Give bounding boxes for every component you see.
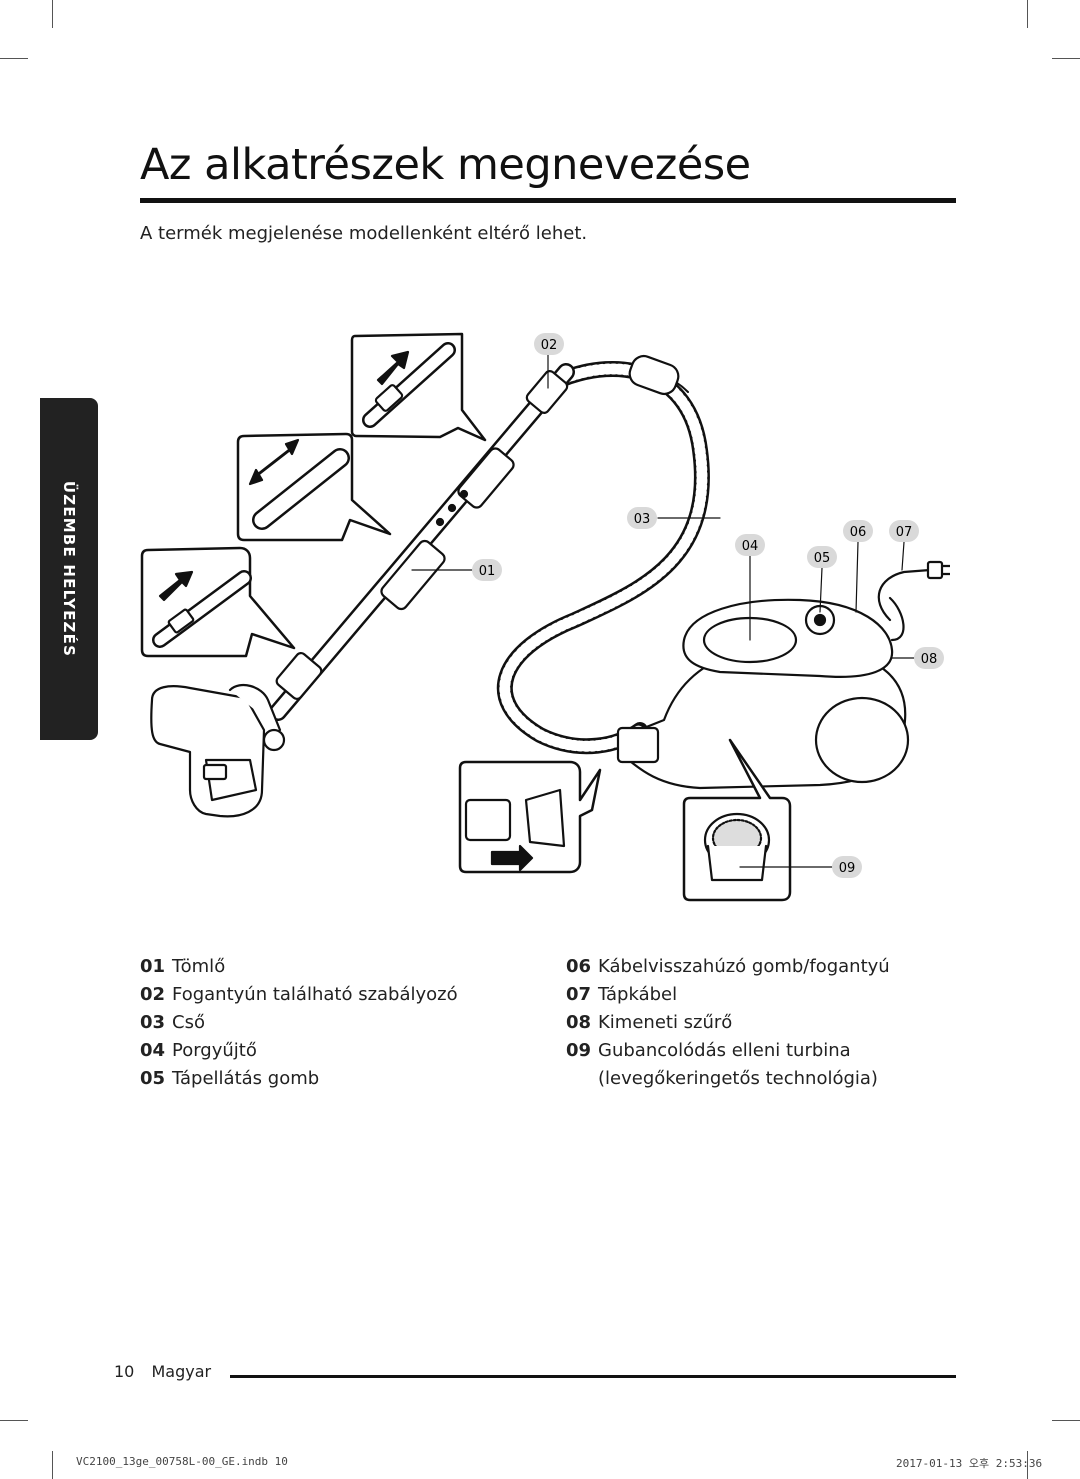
- list-item: 01 Tömlő: [140, 953, 540, 981]
- crop-mark: [0, 58, 28, 59]
- callout-05: 05: [807, 546, 837, 568]
- inset-outlet-filter: [682, 738, 792, 902]
- wand-pipe-illustration: [269, 363, 575, 721]
- crop-mark: [1052, 58, 1080, 59]
- page-number: 10: [114, 1362, 135, 1381]
- part-number: 05: [140, 1068, 166, 1089]
- callout-07: 07: [889, 520, 919, 542]
- callout-01: 01: [472, 559, 502, 581]
- part-name: Tömlő: [172, 956, 226, 977]
- page-subtitle: A termék megjelenése modellenként eltérő…: [140, 223, 588, 244]
- part-number: 01: [140, 956, 166, 977]
- list-item: 06 Kábelvisszahúzó gomb/fogantyú: [566, 953, 966, 981]
- svg-text:02: 02: [541, 338, 558, 353]
- crop-mark: [1027, 1451, 1028, 1479]
- inset-brush-lock: [140, 546, 296, 658]
- parts-list-right: 06 Kábelvisszahúzó gomb/fogantyú 07 Tápk…: [566, 953, 966, 1093]
- title-rule: [140, 198, 956, 203]
- part-number: 06: [566, 956, 592, 977]
- list-item: 07 Tápkábel: [566, 981, 966, 1009]
- part-number: 07: [566, 984, 592, 1005]
- svg-text:03: 03: [634, 512, 651, 527]
- crop-mark: [52, 1451, 53, 1479]
- callout-08: 08: [914, 647, 944, 669]
- svg-text:06: 06: [850, 525, 867, 540]
- hose-illustration: [496, 354, 710, 755]
- svg-text:04: 04: [742, 539, 759, 554]
- page-title: Az alkatrészek megnevezése: [140, 140, 751, 190]
- footer-page-label: 10 Magyar: [114, 1362, 211, 1381]
- part-name: Cső: [172, 1012, 205, 1033]
- inset-hose-connection: [458, 760, 602, 874]
- parts-list-left: 01 Tömlő 02 Fogantyún található szabályo…: [140, 953, 540, 1093]
- part-name: Gubancolódás elleni turbina (levegőkerin…: [598, 1040, 878, 1089]
- callout-09: 09: [832, 856, 862, 878]
- crop-mark: [1052, 1420, 1080, 1421]
- inset-handle-control: [350, 332, 487, 442]
- svg-text:09: 09: [839, 861, 856, 876]
- part-name: Fogantyún található szabályozó: [172, 984, 458, 1005]
- vacuum-parts-diagram: 02 03 04 05 06 07 01 08: [140, 332, 950, 902]
- part-name: Tápellátás gomb: [172, 1068, 320, 1089]
- part-number: 08: [566, 1012, 592, 1033]
- inset-telescopic-wand: [236, 432, 392, 542]
- footer-rule: [230, 1375, 956, 1378]
- callout-04: 04: [735, 534, 765, 556]
- floor-brush-illustration: [150, 683, 286, 818]
- part-number: 09: [566, 1040, 592, 1061]
- callout-03: 03: [627, 507, 657, 529]
- callout-02: 02: [534, 333, 564, 355]
- callout-06: 06: [843, 520, 873, 542]
- part-name: Tápkábel: [598, 984, 678, 1005]
- side-tab-label: ÜZEMBE HELYEZÉS: [60, 480, 78, 658]
- footer-language: Magyar: [151, 1362, 212, 1381]
- list-item: 03 Cső: [140, 1009, 540, 1037]
- part-name: Kimeneti szűrő: [598, 1012, 733, 1033]
- list-item: 05 Tápellátás gomb: [140, 1065, 540, 1093]
- list-item: 04 Porgyűjtő: [140, 1037, 540, 1065]
- print-date-info: 2017-01-13 오후 2:53:36: [896, 1457, 1043, 1470]
- vacuum-body-illustration: [616, 560, 950, 790]
- part-number: 04: [140, 1040, 166, 1061]
- part-number: 03: [140, 1012, 166, 1033]
- svg-text:07: 07: [896, 525, 913, 540]
- list-item: 08 Kimeneti szűrő: [566, 1009, 966, 1037]
- svg-text:01: 01: [479, 564, 496, 579]
- crop-mark: [52, 0, 53, 28]
- part-name: Porgyűjtő: [172, 1040, 257, 1061]
- svg-text:05: 05: [814, 551, 831, 566]
- list-item: 02 Fogantyún található szabályozó: [140, 981, 540, 1009]
- crop-mark: [0, 1420, 28, 1421]
- list-item: 09 Gubancolódás elleni turbina (levegőke…: [566, 1037, 966, 1093]
- crop-mark: [1027, 0, 1028, 28]
- svg-text:08: 08: [921, 652, 938, 667]
- print-file-info: VC2100_13ge_00758L-00_GE.indb 10: [76, 1455, 288, 1468]
- callout-leaders: [411, 354, 915, 868]
- part-number: 02: [140, 984, 166, 1005]
- section-side-tab: ÜZEMBE HELYEZÉS: [40, 398, 98, 740]
- part-name: Kábelvisszahúzó gomb/fogantyú: [598, 956, 890, 977]
